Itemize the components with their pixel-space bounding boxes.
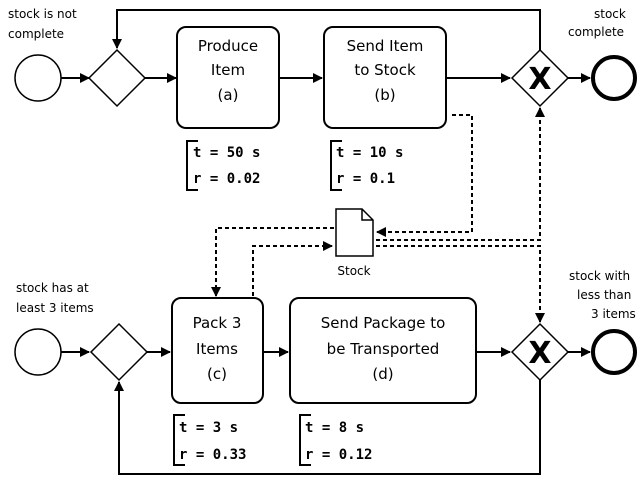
- bottom-start-event: [14, 328, 62, 376]
- task-d-rate: r = 0.12: [305, 447, 372, 463]
- task-b-line2: to Stock: [354, 61, 416, 79]
- task-c-line2: Items: [196, 340, 238, 358]
- stock-data-object: [335, 208, 374, 257]
- task-c-annotation-bracket: [173, 414, 185, 466]
- task-b-rate: r = 0.1: [336, 171, 395, 187]
- task-d-line2: be Transported: [327, 340, 440, 358]
- task-b-annotation-bracket: [330, 140, 342, 191]
- task-d-line3: (d): [372, 365, 393, 383]
- bottom-end-label-line1: stock with: [569, 269, 630, 283]
- task-c-time: t = 3 s: [179, 420, 238, 436]
- top-start-label-line2: complete: [8, 27, 64, 41]
- task-a-line3: (a): [218, 86, 239, 104]
- bottom-merge-gateway: [89, 322, 149, 382]
- assoc-c-to-stock: [252, 241, 333, 296]
- task-a-line2: Item: [211, 61, 245, 79]
- top-end-event: [591, 55, 637, 101]
- top-loop-back-flow: [112, 9, 541, 50]
- top-end-label-line2: complete: [568, 25, 624, 39]
- task-d-box: [289, 297, 477, 404]
- task-a-rate: r = 0.02: [193, 171, 260, 187]
- assoc-b-to-stock: [376, 114, 473, 237]
- task-c-line3: (c): [207, 365, 227, 383]
- bottom-end-label-line2: less than: [577, 288, 631, 302]
- task-c-box: [171, 297, 264, 404]
- stock-data-object-fold: [361, 209, 373, 221]
- task-a-annotation-bracket: [186, 140, 198, 191]
- task-d-time: t = 8 s: [305, 420, 364, 436]
- bottom-start-label-line2: least 3 items: [16, 301, 94, 315]
- task-b-time: t = 10 s: [336, 145, 403, 161]
- bottom-start-label-line1: stock has at: [16, 281, 89, 295]
- top-xor-gateway: [510, 48, 570, 108]
- assoc-stock-bottom-xor: [376, 245, 545, 323]
- task-a-time: t = 50 s: [193, 145, 260, 161]
- bottom-end-label-line3: 3 items: [591, 307, 636, 321]
- bottom-xor-symbol: X: [528, 336, 551, 371]
- task-d-line1: Send Package to: [321, 314, 446, 332]
- task-d-annotation-bracket: [299, 414, 311, 466]
- task-c-rate: r = 0.33: [179, 447, 246, 463]
- assoc-stock-top-xor: [376, 107, 545, 241]
- task-c-line1: Pack 3: [193, 314, 242, 332]
- top-start-event: [14, 54, 62, 102]
- top-end-label-line1: stock: [594, 7, 626, 21]
- top-merge-gateway: [87, 48, 147, 108]
- task-b-line1: Send Item: [347, 37, 424, 55]
- bottom-end-event: [591, 329, 637, 375]
- task-b-line3: (b): [374, 86, 395, 104]
- top-xor-symbol: X: [528, 62, 551, 97]
- top-start-label-line1: stock is not: [8, 7, 77, 21]
- assoc-stock-to-c: [211, 227, 334, 297]
- bottom-loop-back-flow: [114, 380, 541, 475]
- task-a-line1: Produce: [198, 37, 258, 55]
- stock-data-label: Stock: [337, 264, 370, 278]
